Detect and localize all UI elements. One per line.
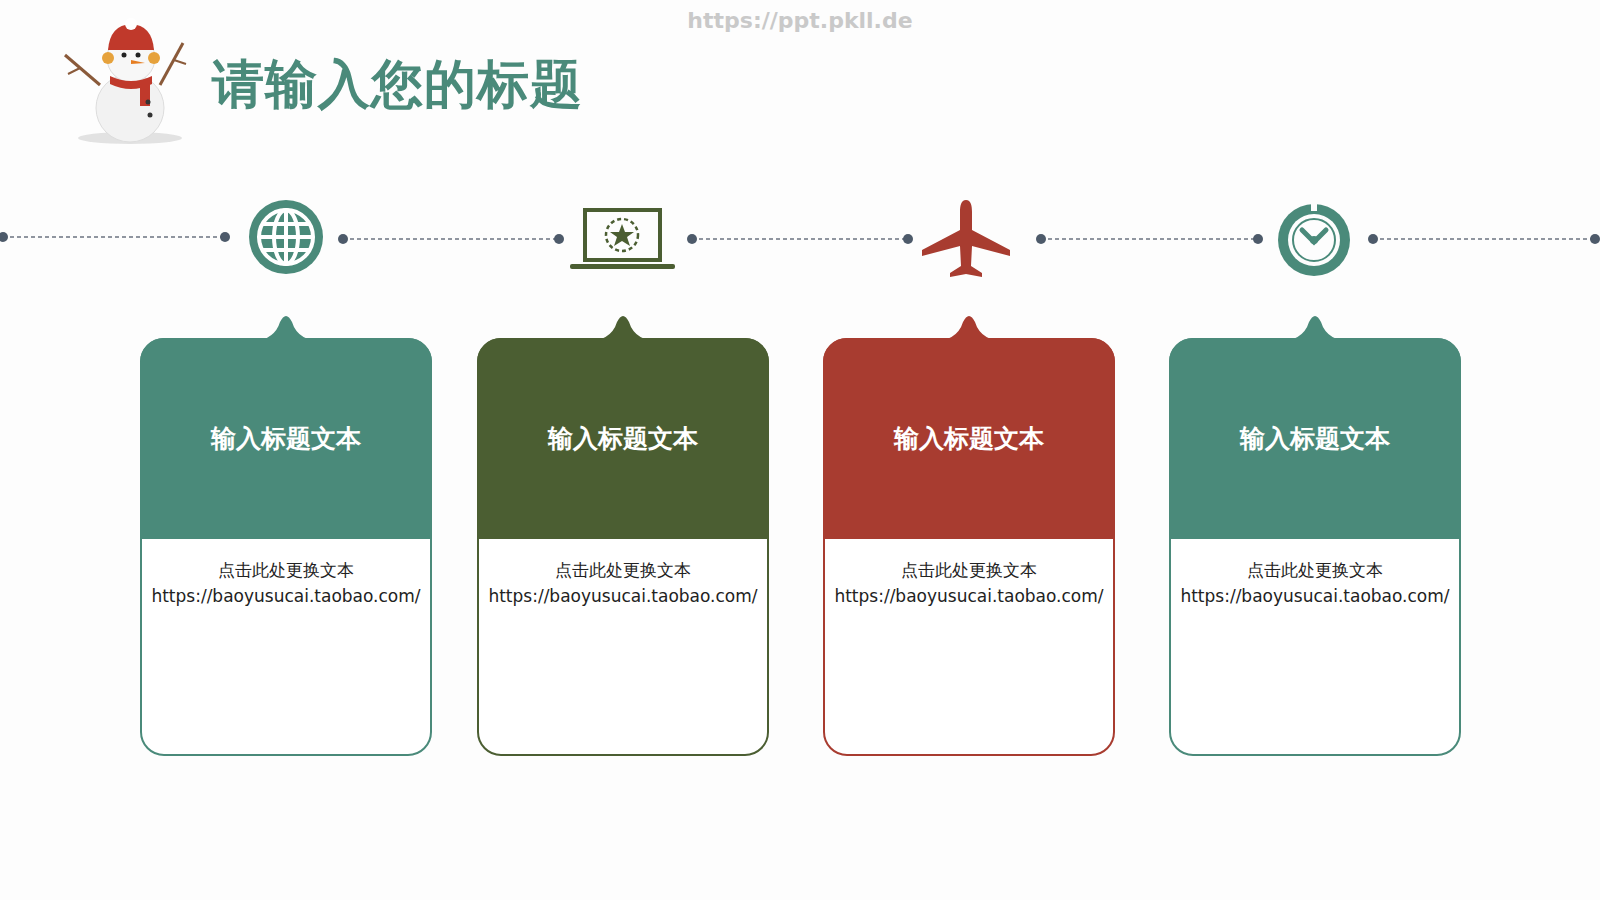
card-heading: 输入标题文本	[201, 422, 371, 455]
card-text: https://baoyusucai.taobao.com/	[1179, 583, 1451, 609]
slide-title: 请输入您的标题	[212, 50, 583, 120]
step-card: 输入标题文本点击此处更换文本https://baoyusucai.taobao.…	[140, 338, 432, 756]
card-header: 输入标题文本	[477, 338, 769, 539]
card-text: 点击此处更换文本	[1179, 557, 1451, 583]
card-text: https://baoyusucai.taobao.com/	[487, 583, 759, 609]
card-heading: 输入标题文本	[538, 422, 708, 455]
card-body: 点击此处更换文本https://baoyusucai.taobao.com/	[833, 557, 1105, 609]
card-header: 输入标题文本	[823, 338, 1115, 539]
snowman-illustration	[65, 18, 186, 144]
card-text: 点击此处更换文本	[833, 557, 1105, 583]
card-body: 点击此处更换文本https://baoyusucai.taobao.com/	[487, 557, 759, 609]
clock-icon	[1278, 203, 1350, 276]
card-notch	[929, 308, 1009, 342]
card-header: 输入标题文本	[1169, 338, 1461, 539]
card-notch	[1275, 308, 1355, 342]
card-text: https://baoyusucai.taobao.com/	[150, 583, 422, 609]
step-card: 输入标题文本点击此处更换文本https://baoyusucai.taobao.…	[823, 338, 1115, 756]
card-notch	[583, 308, 663, 342]
timeline	[3, 237, 1597, 239]
card-body: 点击此处更换文本https://baoyusucai.taobao.com/	[1179, 557, 1451, 609]
card-text: https://baoyusucai.taobao.com/	[833, 583, 1105, 609]
timeline-dots	[0, 232, 1600, 244]
card-header: 输入标题文本	[140, 338, 432, 539]
card-heading: 输入标题文本	[1230, 422, 1400, 455]
laptop-icon	[570, 210, 675, 269]
airplane-icon	[922, 200, 1010, 277]
card-heading: 输入标题文本	[884, 422, 1054, 455]
card-text: 点击此处更换文本	[150, 557, 422, 583]
card-notch	[246, 308, 326, 342]
watermark: https://ppt.pkll.de	[0, 8, 1600, 33]
step-card: 输入标题文本点击此处更换文本https://baoyusucai.taobao.…	[1169, 338, 1461, 756]
step-card: 输入标题文本点击此处更换文本https://baoyusucai.taobao.…	[477, 338, 769, 756]
globe-icon	[249, 200, 323, 274]
card-body: 点击此处更换文本https://baoyusucai.taobao.com/	[150, 557, 422, 609]
card-text: 点击此处更换文本	[487, 557, 759, 583]
